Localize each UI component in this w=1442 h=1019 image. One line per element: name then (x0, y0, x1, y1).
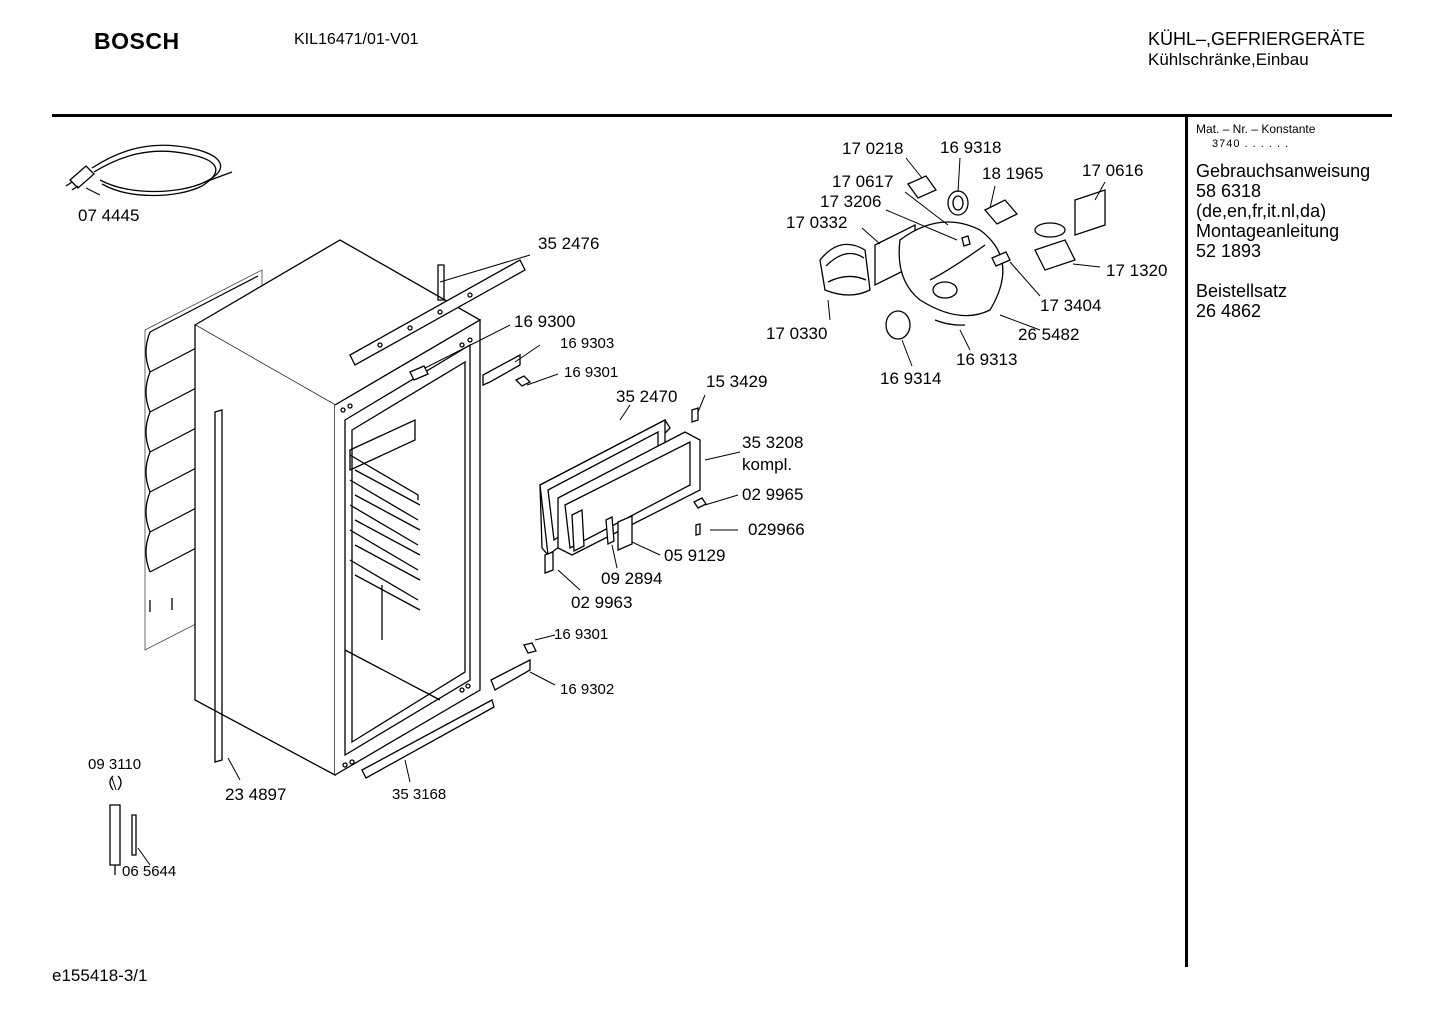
part-label: 35 2470 (616, 387, 678, 406)
part-label: 26 5482 (1018, 325, 1080, 344)
part-label: 07 4445 (78, 206, 140, 225)
part-label: 17 0616 (1082, 161, 1144, 180)
brand-logo: BOSCH (94, 28, 180, 54)
bottom-hinge-part (490, 642, 537, 691)
part-label: 16 9301 (564, 364, 619, 381)
part-label: 16 9302 (560, 681, 615, 698)
side-trim-strip-part (214, 409, 223, 763)
part-label: 35 3168 (392, 786, 447, 803)
part-label: 35 2476 (538, 234, 600, 253)
sidebar-item-installation: Montageanleitung (1196, 221, 1340, 241)
part-label: 16 9300 (514, 312, 576, 331)
part-label: 18 1965 (982, 164, 1044, 183)
part-label: 17 3404 (1040, 296, 1102, 315)
freezer-door-part (557, 431, 701, 556)
temperature-sensor-part (109, 775, 137, 875)
part-label: 09 2894 (601, 569, 663, 588)
category-title: KÜHL–,GEFRIERGERÄTE (1148, 29, 1366, 49)
header-divider (52, 114, 1392, 117)
sidebar-item-kit: Beistellsatz (1196, 281, 1288, 301)
sidebar-item-manual-number: 58 6318 (1196, 181, 1262, 201)
sidebar-item-installation-number: 52 1893 (1196, 241, 1262, 261)
clip-part (693, 497, 707, 509)
part-label: 16 9318 (940, 138, 1002, 157)
part-label: 17 1320 (1106, 261, 1168, 280)
category-subtitle: Kühlschränke,Einbau (1148, 50, 1309, 69)
sidebar-item-manual-languages: (de,en,fr,it.nl,da) (1196, 201, 1327, 221)
lamp-housing-part (819, 175, 1106, 340)
screw-part (691, 407, 699, 423)
part-label: 09 3110 (88, 756, 142, 773)
part-label: 23 4897 (225, 785, 287, 804)
part-label: 17 3206 (820, 192, 882, 211)
model-number: KIL16471/01-V01 (294, 31, 419, 48)
part-label: 16 9314 (880, 369, 942, 388)
power-cord-part (65, 144, 233, 197)
part-label: 02 9963 (571, 593, 633, 612)
mat-number-value: 3740 . . . . . . (1212, 138, 1290, 150)
part-label: 17 0218 (842, 139, 904, 158)
part-label: 15 3429 (706, 372, 768, 391)
sidebar-item-manual: Gebrauchsanweisung (1196, 161, 1371, 181)
part-label: 05 9129 (664, 546, 726, 565)
top-rail-part (349, 259, 526, 366)
part-label: 16 9301 (554, 626, 609, 643)
part-label: 17 0617 (832, 172, 894, 191)
bottom-trim-part (361, 699, 495, 779)
part-label: 16 9313 (956, 350, 1018, 369)
document-id: e155418-3/1 (52, 966, 148, 985)
top-hinge-part (409, 353, 532, 387)
part-label: 35 3208 (742, 433, 804, 452)
mat-number-label: Mat. – Nr. – Konstante (1196, 122, 1316, 136)
sidebar-item-kit-number: 26 4862 (1196, 301, 1262, 321)
part-label: 02 9965 (742, 485, 804, 504)
part-label: 16 9303 (560, 335, 615, 352)
part-label: 17 0330 (766, 324, 828, 343)
cabinet-body-part (193, 239, 482, 777)
leader-lines (85, 157, 1106, 866)
catch-part (544, 551, 554, 574)
sidebar-divider (1185, 116, 1188, 967)
part-label: 17 0332 (786, 213, 848, 232)
part-label: 029966 (748, 520, 805, 539)
part-label: kompl. (742, 455, 793, 474)
screw-part-2 (695, 523, 701, 536)
part-label: 06 5644 (122, 863, 177, 880)
